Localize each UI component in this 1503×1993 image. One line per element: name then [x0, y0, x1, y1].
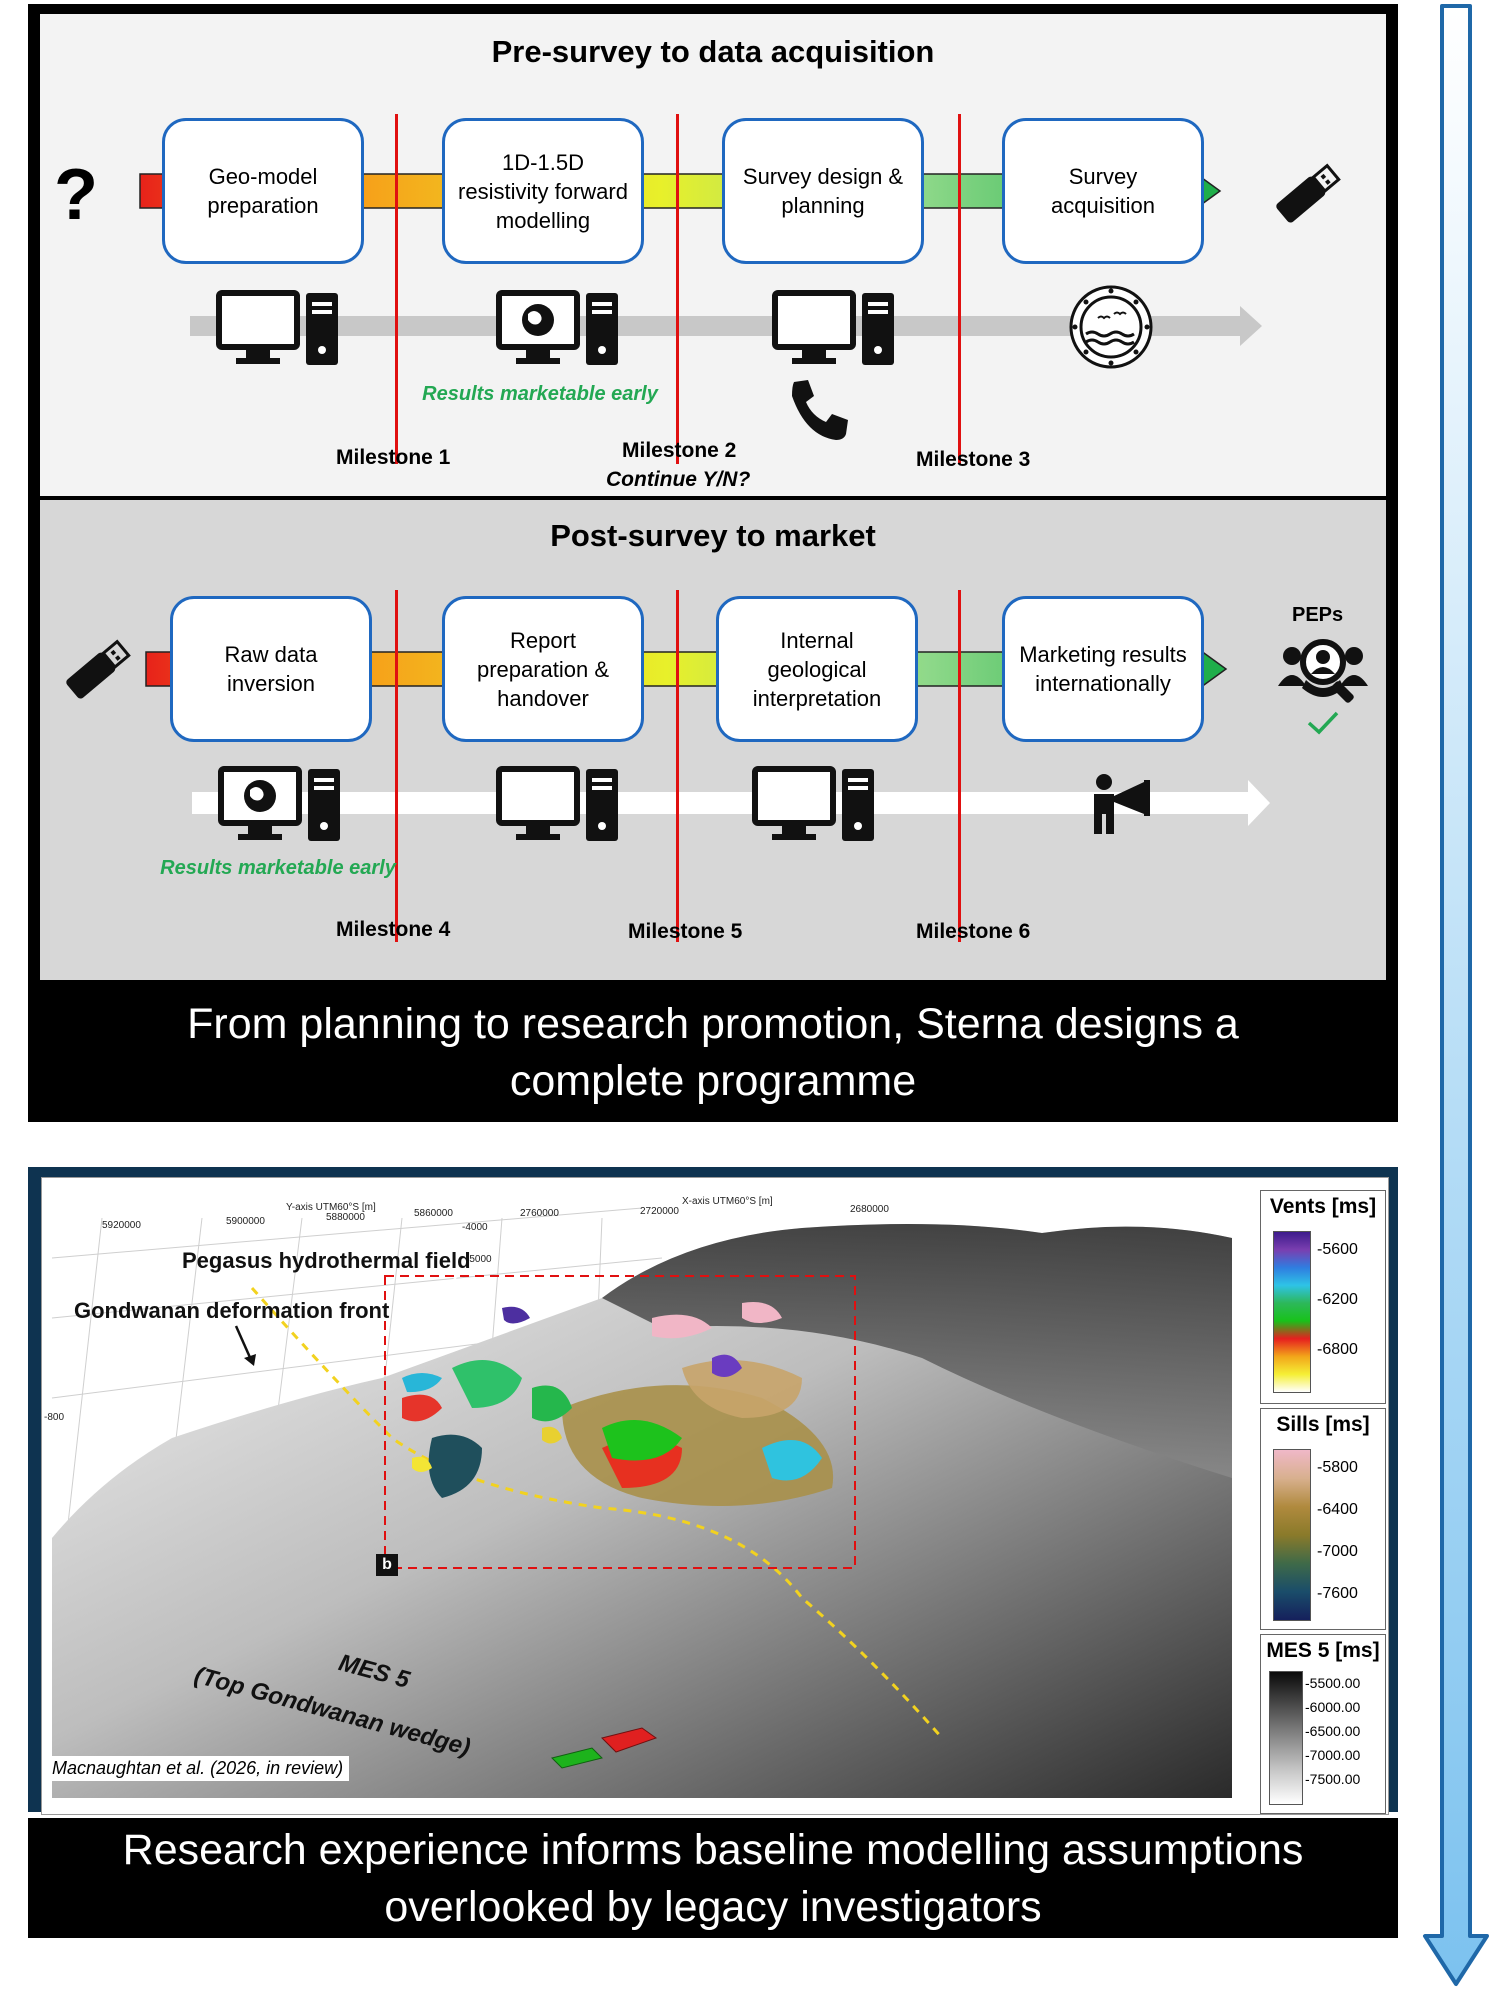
sills-legend: Sills [ms] -5800 -6400 -7000 -7600 — [1260, 1408, 1386, 1630]
timeline-down-arrow — [1423, 4, 1489, 1986]
post-timeline-bar — [192, 792, 1248, 814]
caption-planning: From planning to research promotion, Ste… — [28, 990, 1398, 1118]
post-survey-section: Post-survey to market Raw data inversion… — [40, 500, 1386, 980]
x-tick: 2720000 — [640, 1206, 679, 1217]
legend-tick: -5800 — [1317, 1459, 1358, 1476]
legend-tick: -6200 — [1317, 1291, 1358, 1308]
usb-drive-icon — [66, 639, 131, 699]
milestone-1-line — [395, 114, 398, 464]
sills-legend-title: Sills [ms] — [1276, 1413, 1370, 1436]
milestone-2-label: Milestone 2 — [622, 439, 737, 462]
y-tick: 5880000 — [326, 1212, 365, 1223]
ridge-surface — [602, 1224, 1232, 1478]
step-geological-interpretation: Internal geological interpretation — [716, 596, 918, 742]
milestone-2-question: Continue Y/N? — [606, 468, 751, 491]
peps-label: PEPs — [1292, 604, 1344, 626]
y-axis-title: Y-axis UTM60°S [m] — [286, 1202, 376, 1213]
step-forward-modelling: 1D-1.5D resistivity forward modelling — [442, 118, 644, 264]
legend-tick: -5600 — [1317, 1241, 1358, 1258]
pegasus-label: Pegasus hydrothermal field — [182, 1248, 471, 1273]
computer-icon — [772, 290, 894, 365]
milestone-2-line — [676, 114, 679, 464]
legend-tick: -6000.00 — [1305, 1699, 1361, 1715]
legend-tick: -5500.00 — [1305, 1675, 1361, 1691]
pre-survey-title: Pre-survey to data acquisition — [491, 34, 935, 69]
computer-globe-icon — [496, 290, 618, 365]
y-tick: 5900000 — [226, 1216, 265, 1227]
inset-b-label: b — [376, 1554, 398, 1576]
north-arrow-icon — [551, 1727, 658, 1769]
legend-tick: -7600 — [1317, 1585, 1358, 1602]
checkmark-icon — [1307, 711, 1339, 735]
milestone-3-label: Milestone 3 — [916, 448, 1031, 471]
milestone-6-line — [958, 590, 961, 942]
depth-tick: -5000 — [466, 1254, 492, 1265]
results-marketable-note: Results marketable early — [422, 383, 658, 405]
mes5-legend-title: MES 5 [ms] — [1266, 1639, 1380, 1662]
milestone-6-label: Milestone 6 — [916, 920, 1031, 943]
step-geo-model: Geo-model preparation — [162, 118, 364, 264]
citation: Macnaughtan et al. (2026, in review) — [46, 1756, 350, 1781]
phone-icon — [792, 380, 848, 440]
gondwanan-front-label: Gondwanan deformation front — [74, 1298, 390, 1323]
megaphone-person-icon — [1094, 774, 1150, 834]
vents-legend: Vents [ms] -5600 -6200 -6800 — [1260, 1190, 1386, 1404]
step-marketing-results: Marketing results internationally — [1002, 596, 1204, 742]
pre-timeline-arrowhead — [1240, 306, 1262, 346]
sill-and-vent-bodies — [402, 1302, 834, 1506]
computer-icon — [752, 766, 874, 841]
mes5-legend: MES 5 [ms] -5500.00 -6000.00 -6500.00 -7… — [1260, 1634, 1386, 1814]
milestone-5-label: Milestone 5 — [628, 920, 743, 943]
x-tick: 2760000 — [520, 1208, 559, 1219]
milestone-4-line — [395, 590, 398, 942]
seismic-3d-figure: Y-axis UTM60°S [m] X-axis UTM60°S [m] 59… — [41, 1177, 1389, 1815]
results-marketable-note: Results marketable early — [160, 857, 396, 879]
legend-tick: -7000.00 — [1305, 1747, 1361, 1763]
seabed-surface-render — [51, 1207, 1232, 1798]
step-report-preparation: Report preparation & handover — [442, 596, 644, 742]
post-survey-title: Post-survey to market — [550, 518, 876, 553]
usb-drive-icon — [1276, 163, 1341, 223]
depth-tick: -800 — [44, 1412, 65, 1423]
milestone-3-line — [958, 114, 961, 464]
pre-timeline-bar — [190, 316, 1240, 336]
inset-b-box — [384, 1275, 856, 1569]
y-tick: 5920000 — [102, 1220, 141, 1231]
ship-porthole-icon — [1069, 285, 1153, 369]
legend-tick: -6500.00 — [1305, 1723, 1361, 1739]
depth-tick: -4000 — [462, 1222, 488, 1233]
x-tick: 2680000 — [850, 1204, 889, 1215]
step-survey-acquisition: Survey acquisition — [1002, 118, 1204, 264]
legend-tick: -6800 — [1317, 1341, 1358, 1358]
vents-colorbar — [1273, 1231, 1311, 1393]
pegasus-pointer-arrow — [424, 1275, 458, 1342]
legend-tick: -7000 — [1317, 1543, 1358, 1560]
milestone-5-line — [676, 590, 679, 942]
computer-globe-icon — [218, 766, 340, 841]
step-raw-data-inversion: Raw data inversion — [170, 596, 372, 742]
legend-tick: -6400 — [1317, 1501, 1358, 1518]
caption-planning-text: From planning to research promotion, Ste… — [187, 1000, 1239, 1105]
computer-icon — [496, 766, 618, 841]
sills-colorbar — [1273, 1449, 1311, 1621]
computer-icon — [216, 290, 338, 365]
milestone-4-label: Milestone 4 — [336, 918, 451, 941]
post-timeline-arrowhead — [1248, 780, 1270, 826]
people-search-icon — [1278, 639, 1368, 703]
x-axis-title: X-axis UTM60°S [m] — [682, 1196, 773, 1207]
deformation-front-trace — [250, 1287, 944, 1739]
milestone-1-label: Milestone 1 — [336, 446, 451, 469]
front-pointer-arrow — [234, 1325, 256, 1366]
caption-research: Research experience informs baseline mod… — [28, 1818, 1398, 1938]
pre-survey-section: Pre-survey to data acquisition Geo-model… — [40, 14, 1386, 496]
step-survey-design: Survey design & planning — [722, 118, 924, 264]
question-mark-icon: ? — [54, 155, 98, 235]
terrain-surface — [52, 1224, 1232, 1798]
caption-research-text: Research experience informs baseline mod… — [122, 1826, 1304, 1931]
mes5-colorbar — [1269, 1671, 1303, 1805]
y-tick: 5860000 — [414, 1208, 453, 1219]
legend-tick: -7500.00 — [1305, 1771, 1361, 1787]
vents-legend-title: Vents [ms] — [1269, 1195, 1377, 1218]
